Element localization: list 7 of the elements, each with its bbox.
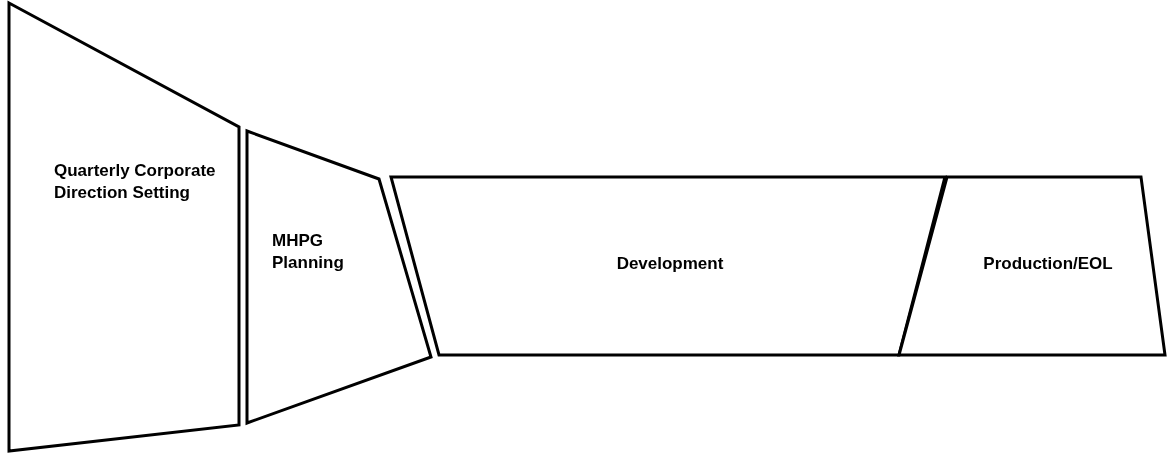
stage-shape [246,130,432,424]
stage-shape [898,176,1166,356]
stage-label: Development [615,253,725,275]
stage-label: MHPG Planning [272,230,345,274]
stage-shape [8,2,240,452]
stage-label: Production/EOL [982,253,1114,275]
stage-label: Quarterly Corporate Direction Setting [54,160,217,204]
